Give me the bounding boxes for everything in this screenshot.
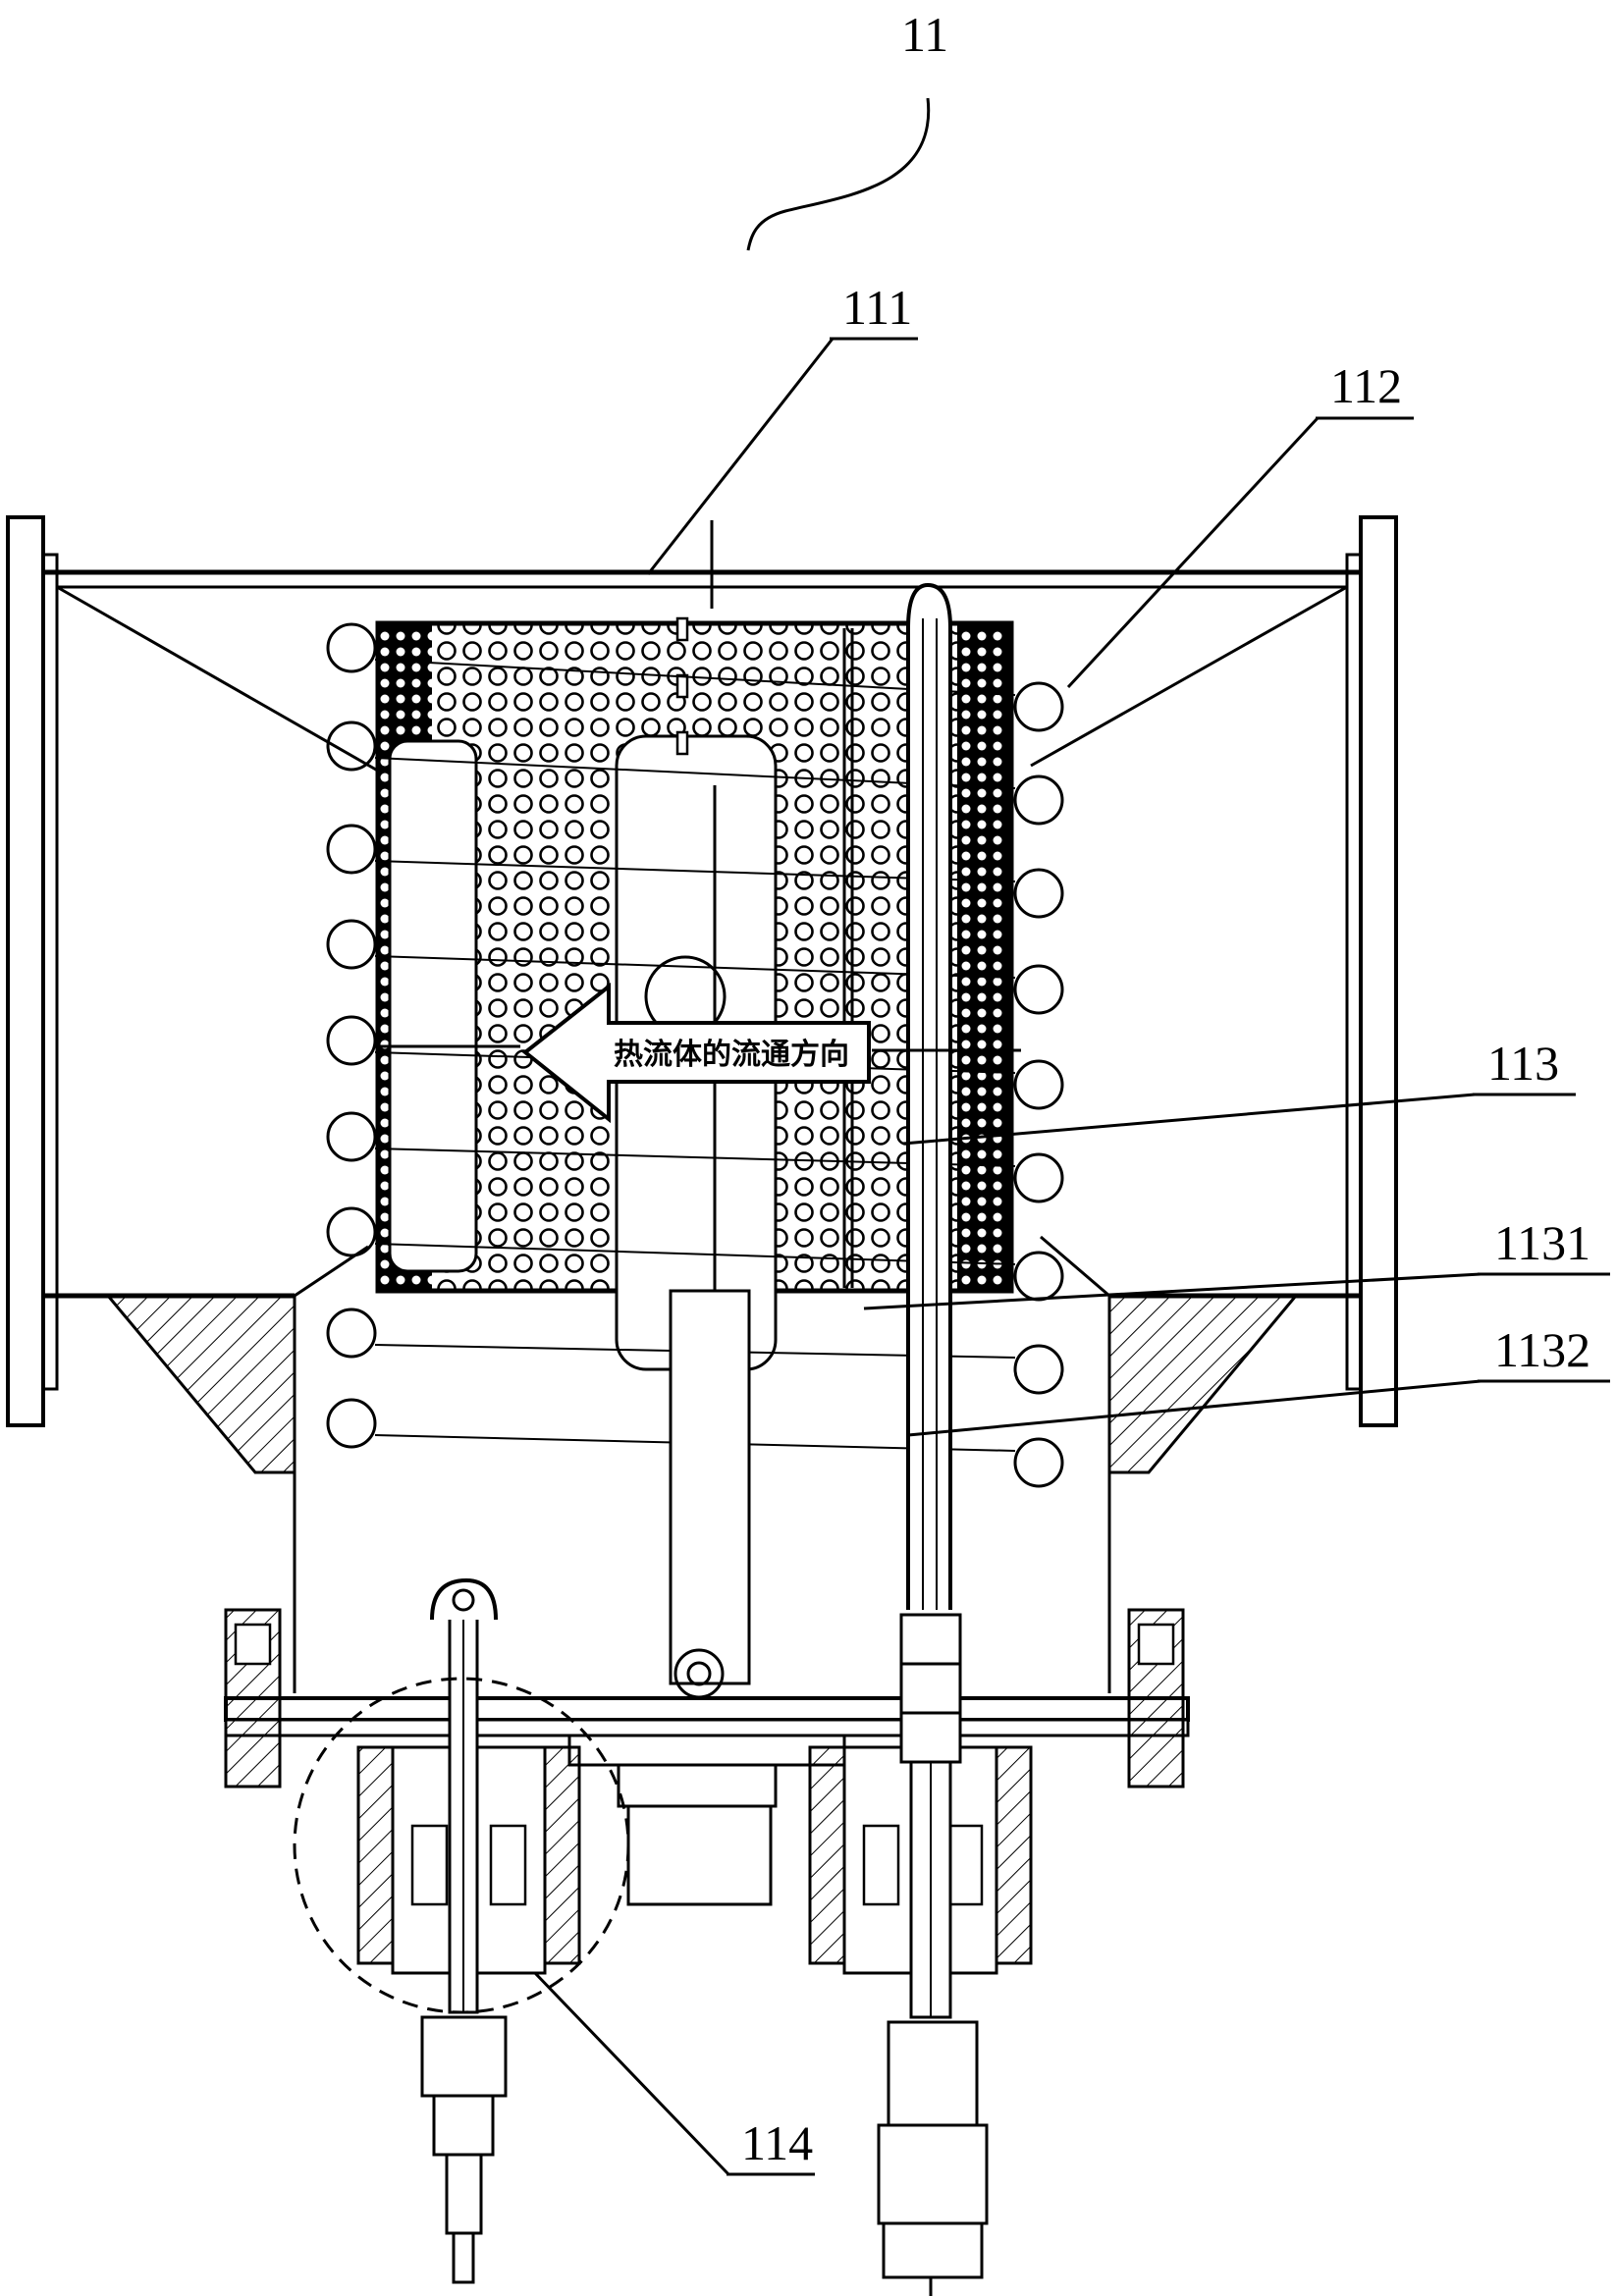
label-core-part-a: 1131 (1494, 1215, 1590, 1270)
inlet-fitting (295, 1580, 628, 2282)
label-housing: 111 (842, 280, 912, 335)
flow-direction-text: 热流体的流通方向 (614, 1038, 849, 1072)
leader-assembly (748, 98, 929, 250)
coil-right (1015, 683, 1062, 1486)
label-inlet-detail: 114 (741, 2115, 813, 2170)
label-assembly: 11 (901, 7, 948, 62)
label-core: 113 (1487, 1036, 1559, 1091)
leader-coil (1068, 418, 1318, 687)
label-core-part-b: 1132 (1494, 1322, 1590, 1377)
leader-inlet-detail (535, 1973, 728, 2174)
leader-housing (648, 339, 833, 574)
outlet-pipe (908, 585, 950, 1610)
label-coil: 112 (1330, 358, 1402, 413)
center-strut (671, 1291, 749, 1697)
